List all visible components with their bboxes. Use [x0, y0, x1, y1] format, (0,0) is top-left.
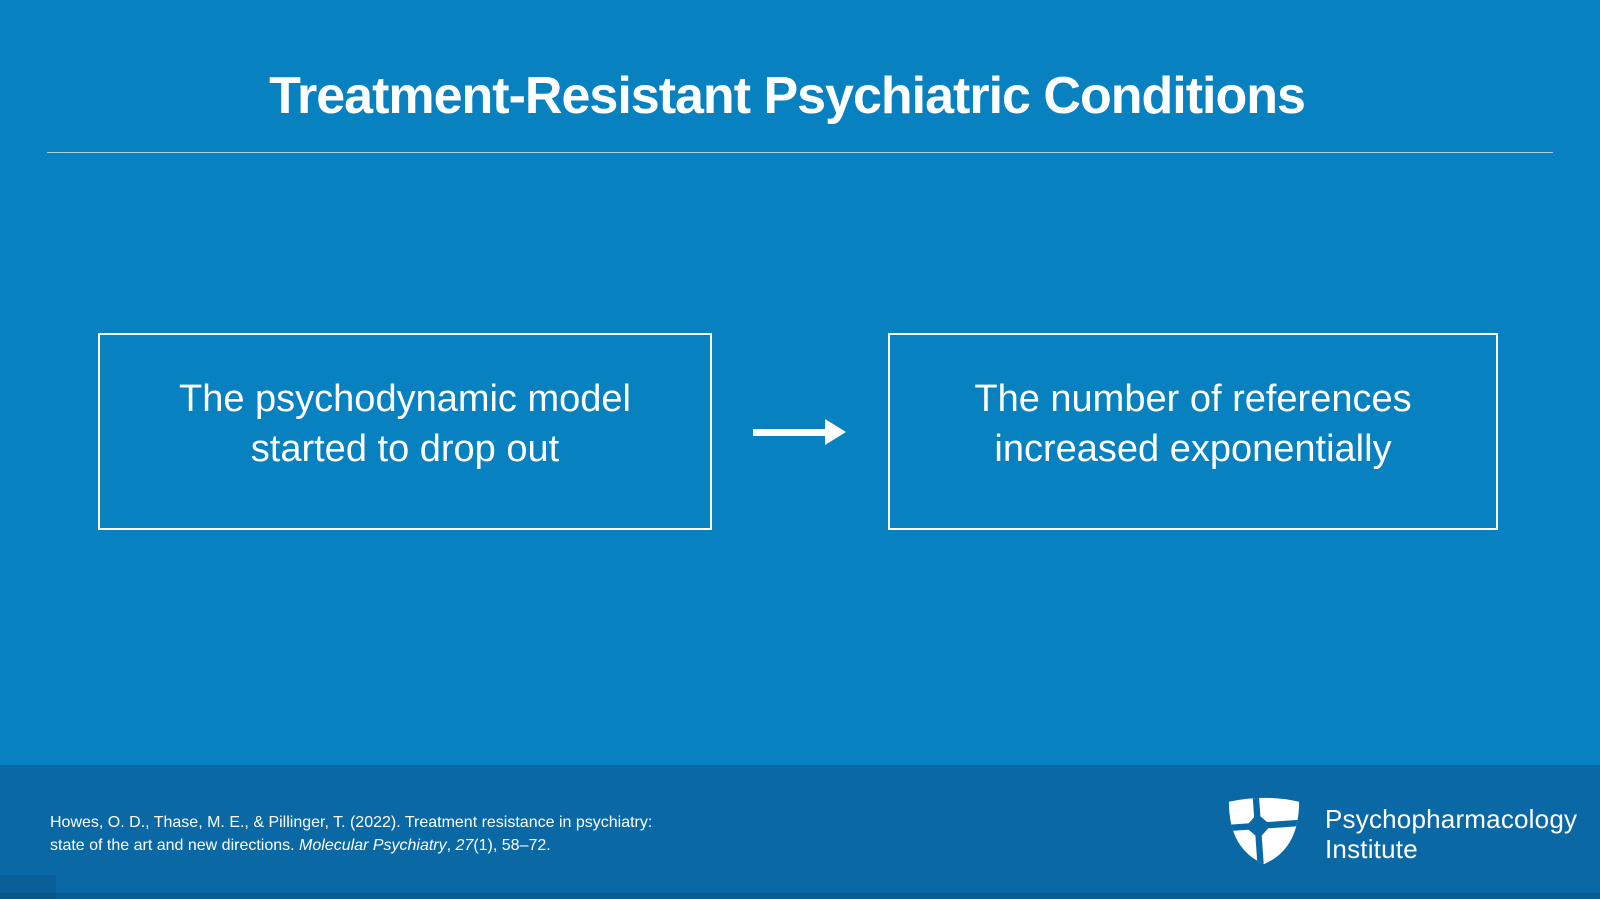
flow-box-left-line2: started to drop out: [250, 427, 560, 470]
flow-box-right: The number of references increased expon…: [888, 333, 1498, 530]
flow-box-right-line1: The number of references: [974, 377, 1412, 420]
flow-box-left: The psychodynamic model started to drop …: [98, 333, 712, 530]
logo: Psychopharmacology Institute: [1225, 791, 1577, 868]
shield-cross-icon: [1228, 797, 1300, 865]
logo-line2: Institute: [1325, 834, 1418, 864]
citation-line2-suffix: (1), 58–72.: [473, 837, 551, 854]
citation-line1: Howes, O. D., Thase, M. E., & Pillinger,…: [50, 814, 653, 831]
footer-bar: Howes, O. D., Thase, M. E., & Pillinger,…: [0, 765, 1600, 899]
arrow-head: [825, 419, 846, 445]
flow-box-right-line2: increased exponentially: [994, 427, 1392, 470]
arrow-shaft: [753, 428, 825, 436]
citation-journal: Molecular Psychiatry: [299, 837, 447, 854]
citation-volume: 27: [455, 837, 474, 854]
logo-line1: Psychopharmacology: [1325, 804, 1578, 834]
citation-line2-prefix: state of the art and new directions.: [50, 837, 300, 854]
arrow-right-icon: [753, 419, 847, 445]
citation: Howes, O. D., Thase, M. E., & Pillinger,…: [50, 811, 652, 857]
bottom-left-accent: [0, 875, 56, 899]
flow-box-left-line1: The psychodynamic model: [179, 377, 631, 420]
citation-comma: ,: [446, 837, 456, 854]
title-divider: [47, 152, 1553, 153]
logo-text: Psychopharmacology Institute: [1325, 804, 1577, 864]
bottom-strip: [0, 893, 1600, 899]
slide-title: Treatment-Resistant Psychiatric Conditio…: [269, 67, 1306, 125]
